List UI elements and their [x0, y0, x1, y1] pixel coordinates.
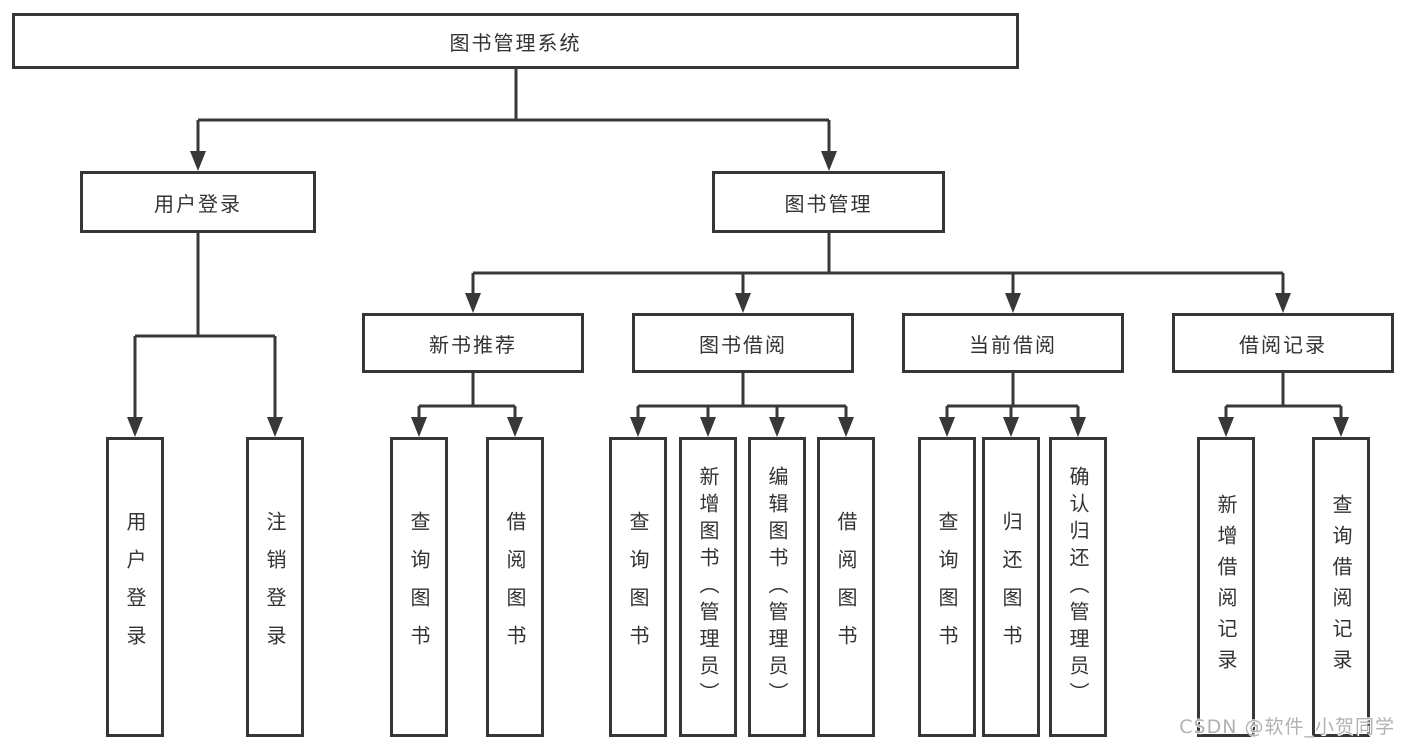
node-label: 用户登录 — [154, 191, 242, 216]
leaf-cb-return-book: 归还图书 — [982, 437, 1040, 737]
node-book-borrow: 图书借阅 — [632, 313, 854, 373]
node-label: 图书管理系统 — [449, 30, 582, 55]
connector-lines — [133, 69, 1343, 418]
node-label: 图书管理 — [784, 191, 873, 216]
node-label: 新书推荐 — [429, 332, 517, 357]
node-label: 查询图书 — [626, 511, 650, 663]
node-label: 新增图书（管理员） — [696, 465, 720, 709]
node-label: 当前借阅 — [969, 332, 1057, 357]
leaf-br-query-record: 查询借阅记录 — [1312, 437, 1370, 737]
node-book-management: 图书管理 — [712, 171, 945, 233]
leaf-bb-edit-book-admin: 编辑图书（管理员） — [748, 437, 806, 737]
leaf-user-login: 用户登录 — [106, 437, 164, 737]
leaf-logout: 注销登录 — [246, 437, 304, 737]
leaf-bb-query-book: 查询图书 — [609, 437, 667, 737]
leaf-rec-query-book: 查询图书 — [390, 437, 448, 737]
csdn-watermark: CSDN @软件_小贺同学 — [1179, 716, 1395, 738]
leaf-cb-query-book: 查询图书 — [918, 437, 976, 737]
leaf-cb-confirm-return-admin: 确认归还（管理员） — [1049, 437, 1107, 737]
node-label: 编辑图书（管理员） — [765, 465, 789, 709]
leaf-bb-borrow-book: 借阅图书 — [817, 437, 875, 737]
node-user-login: 用户登录 — [80, 171, 316, 233]
node-root: 图书管理系统 — [12, 13, 1019, 69]
node-new-book-recommend: 新书推荐 — [362, 313, 584, 373]
node-label: 确认归还（管理员） — [1066, 465, 1090, 709]
node-label: 借阅记录 — [1239, 332, 1327, 357]
node-label: 借阅图书 — [834, 511, 858, 663]
node-label: 借阅图书 — [503, 511, 527, 663]
node-label: 查询借阅记录 — [1329, 494, 1353, 680]
node-current-borrow: 当前借阅 — [902, 313, 1124, 373]
node-label: 用户登录 — [123, 511, 147, 663]
node-label: 图书借阅 — [699, 332, 787, 357]
node-label: 注销登录 — [263, 511, 287, 663]
node-label: 查询图书 — [407, 511, 431, 663]
node-label: 归还图书 — [999, 511, 1023, 663]
node-label: 查询图书 — [935, 511, 959, 663]
node-label: 新增借阅记录 — [1214, 494, 1238, 680]
leaf-br-add-record: 新增借阅记录 — [1197, 437, 1255, 737]
node-borrow-records: 借阅记录 — [1172, 313, 1394, 373]
leaf-rec-borrow-book: 借阅图书 — [486, 437, 544, 737]
leaf-bb-add-book-admin: 新增图书（管理员） — [679, 437, 737, 737]
